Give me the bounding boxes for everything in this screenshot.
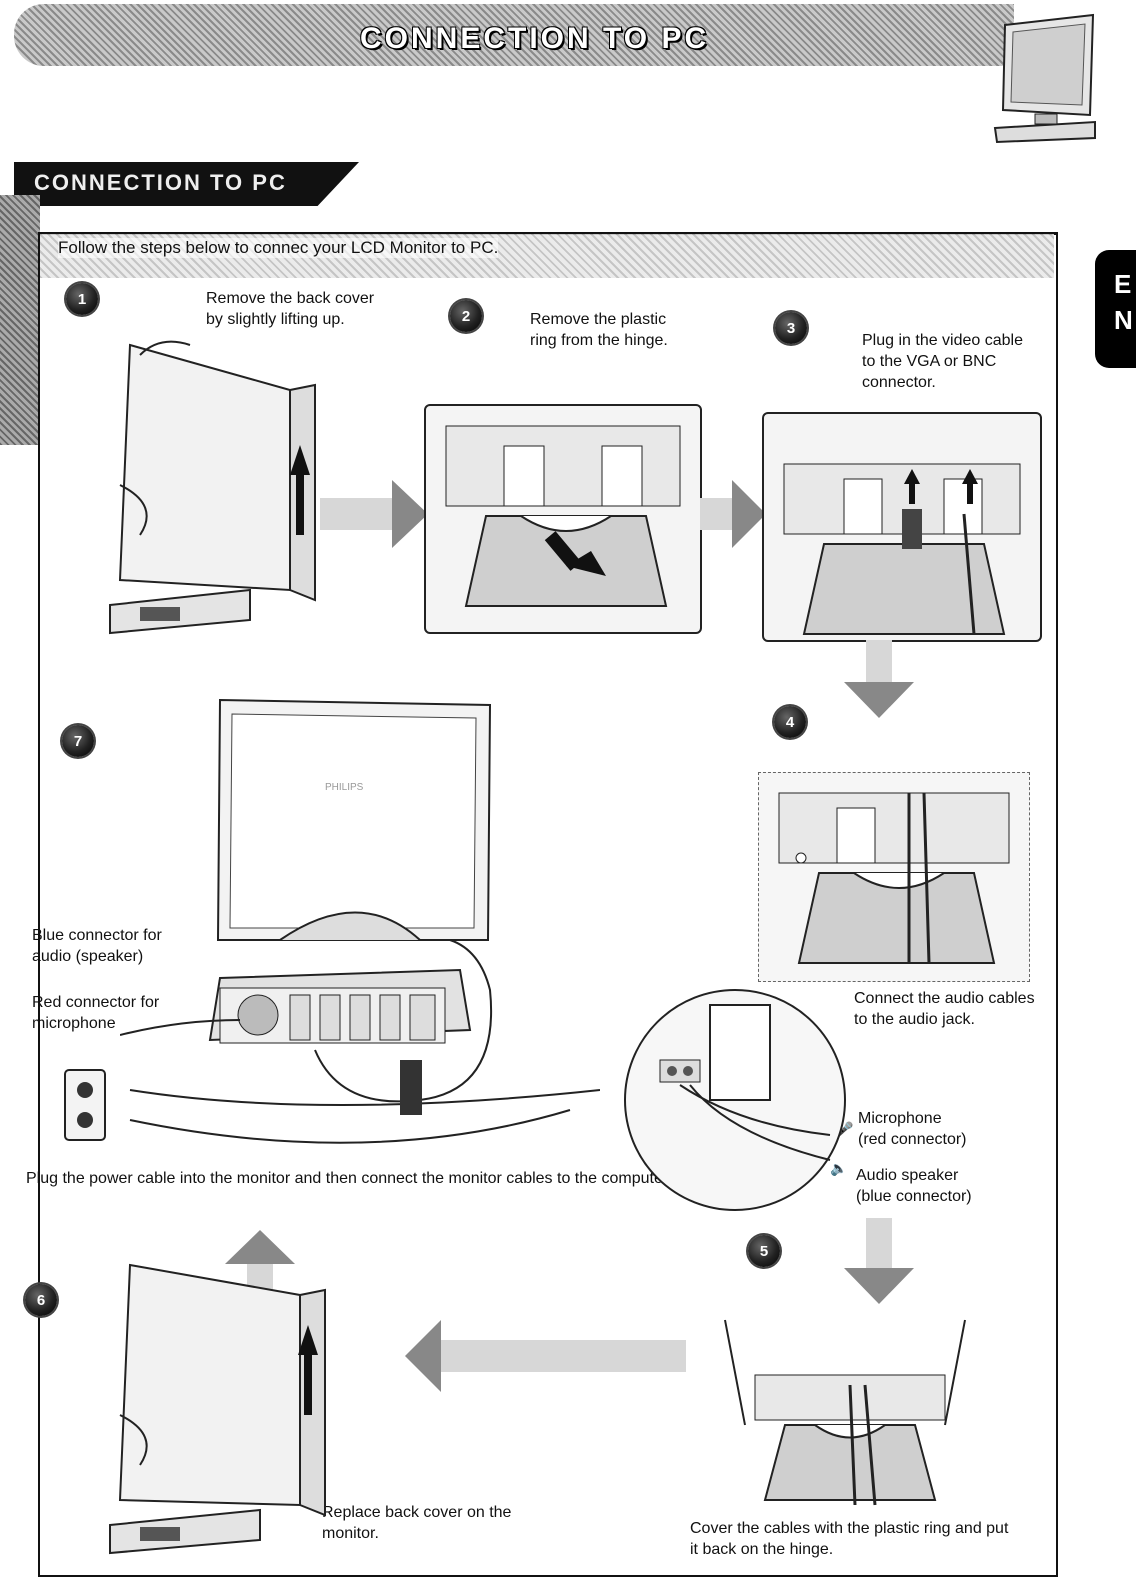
speaker-icon: 🔈 <box>830 1160 848 1176</box>
step-3-caption: Plug in the video cable to the VGA or BN… <box>862 332 1023 391</box>
section-title: CONNECTION TO PC <box>34 170 287 195</box>
step-5-caption: Cover the cables with the plastic ring a… <box>690 1520 1009 1558</box>
step-badge-7: 7 <box>62 725 94 757</box>
language-tab <box>1095 250 1136 368</box>
arrow-right-1 <box>320 480 428 548</box>
step-2-caption: Remove the plastic ring from the hinge. <box>530 311 668 349</box>
step-6-illustration <box>109 1263 326 1555</box>
step-4-caption: Connect the audio cables to the audio ja… <box>854 990 1035 1028</box>
red-connector-label: Red connector for microphone <box>32 994 160 1032</box>
step-7-caption: Plug the power cable into the monitor an… <box>26 1170 672 1187</box>
intro-text: Follow the steps below to connec your LC… <box>58 238 499 258</box>
microphone-label: Microphone (red connector) <box>858 1110 967 1148</box>
step-badge-2: 2 <box>450 300 482 332</box>
language-tab-label: E N <box>1114 266 1134 338</box>
section-tab <box>14 162 359 206</box>
arrow-left <box>405 1320 686 1392</box>
step-badge-3: 3 <box>775 312 807 344</box>
blue-connector-label: Blue connector for audio (speaker) <box>32 927 162 965</box>
audio-speaker-label: Audio speaker (blue connector) <box>856 1167 972 1205</box>
step-badge-5: 5 <box>748 1235 780 1267</box>
step-2-drawing <box>445 425 681 607</box>
language-letter-1: E <box>1114 269 1132 299</box>
monitor-thumbnail-icon <box>993 13 1096 144</box>
step-3-photo <box>762 412 1042 642</box>
left-decorative-strip <box>0 195 40 445</box>
arrow-right-2 <box>700 480 766 548</box>
wall-outlet-icon <box>64 1069 106 1141</box>
step-badge-6: 6 <box>25 1284 57 1316</box>
monitor-brand: PHILIPS <box>325 782 364 793</box>
page-title: CONNECTION TO PC <box>360 22 710 55</box>
step-badge-1: 1 <box>66 283 98 315</box>
step-3-drawing <box>783 463 1021 635</box>
step-5-illustration <box>724 1319 966 1506</box>
arrow-down-2 <box>844 1218 914 1304</box>
arrow-down-1 <box>844 640 914 718</box>
audio-jack-closeup <box>624 989 846 1211</box>
arrow-up <box>225 1230 295 1290</box>
step-badge-4: 4 <box>774 706 806 738</box>
step-7-illustration: PHILIPS <box>120 698 600 1144</box>
step-1-caption: Remove the back cover by slightly liftin… <box>206 290 375 328</box>
step-4-drawing <box>778 792 1010 964</box>
step-4-photo <box>758 772 1030 982</box>
language-letter-2: N <box>1114 305 1133 335</box>
top-banner <box>14 4 1014 66</box>
step-2-photo <box>424 404 702 634</box>
step-6-caption: Replace back cover on the monitor. <box>322 1504 512 1542</box>
step-1-illustration <box>109 340 316 635</box>
